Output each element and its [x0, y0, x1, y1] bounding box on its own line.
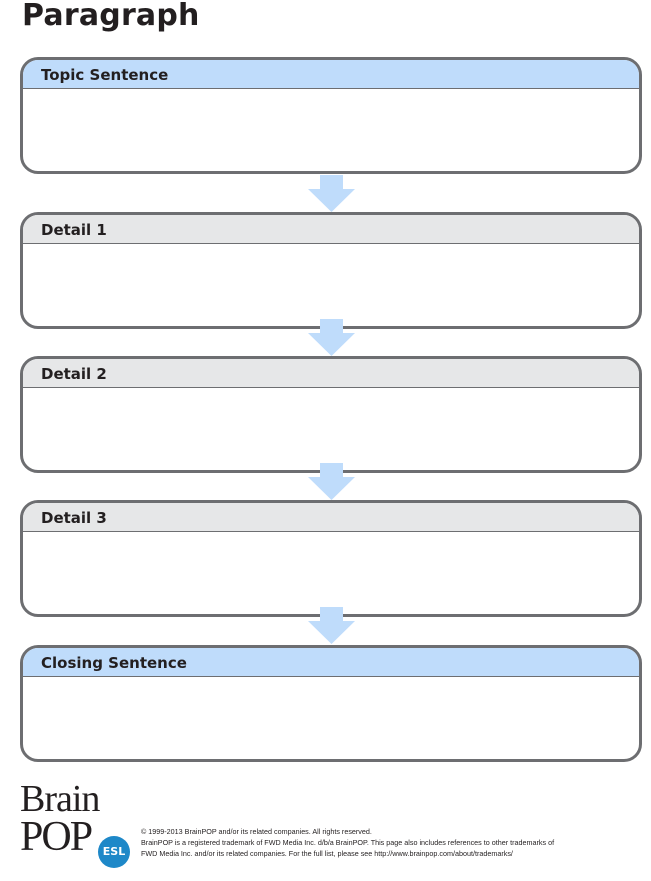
topic-sentence-box[interactable]: Topic Sentence	[20, 57, 642, 174]
page-title: Paragraph	[22, 0, 200, 33]
closing-sentence-label: Closing Sentence	[23, 648, 639, 677]
closing-sentence-writing-area[interactable]	[23, 677, 639, 759]
detail-2-box[interactable]: Detail 2	[20, 356, 642, 473]
down-arrow-icon	[308, 463, 355, 500]
brainpop-esl-logo: Brain POP ESL	[18, 780, 130, 872]
copyright-line-1: © 1999-2013 BrainPOP and/or its related …	[141, 827, 372, 836]
topic-sentence-label: Topic Sentence	[23, 60, 639, 89]
detail-1-box[interactable]: Detail 1	[20, 212, 642, 329]
detail-1-writing-area[interactable]	[23, 244, 639, 326]
down-arrow-icon	[308, 319, 355, 356]
detail-3-label: Detail 3	[23, 503, 639, 532]
detail-3-writing-area[interactable]	[23, 532, 639, 614]
esl-badge-icon: ESL	[98, 836, 130, 868]
detail-2-writing-area[interactable]	[23, 388, 639, 470]
topic-sentence-writing-area[interactable]	[23, 89, 639, 171]
detail-2-label: Detail 2	[23, 359, 639, 388]
copyright-line-3: FWD Media Inc. and/or its related compan…	[141, 849, 513, 858]
closing-sentence-box[interactable]: Closing Sentence	[20, 645, 642, 762]
down-arrow-icon	[308, 175, 355, 212]
logo-brain-text: Brain	[20, 778, 100, 820]
copyright-line-2: BrainPOP is a registered trademark of FW…	[141, 838, 555, 847]
detail-3-box[interactable]: Detail 3	[20, 500, 642, 617]
detail-1-label: Detail 1	[23, 215, 639, 244]
logo-pop-text: POP	[20, 814, 93, 860]
down-arrow-icon	[308, 607, 355, 644]
copyright-footer: © 1999-2013 BrainPOP and/or its related …	[141, 826, 641, 859]
